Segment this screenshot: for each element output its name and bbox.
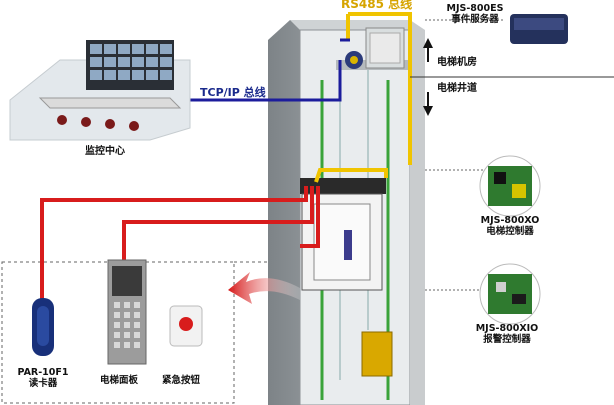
alarm-controller-label: MJS-800XIO 报警控制器: [462, 323, 552, 346]
elevator-controller-label: MJS-800XO 电梯控制器: [470, 215, 550, 238]
event-server-label: MJS-800ES 事件服务器: [440, 3, 510, 26]
card-reader-name: 读卡器: [28, 377, 58, 389]
tcpip-bus-label: TCP/IP 总线: [200, 86, 266, 99]
shaft-label: 电梯井道: [437, 83, 477, 94]
alarm-controller-device: [479, 263, 541, 325]
elevator-panel-device: [107, 259, 147, 365]
floor-boundary-arrows: [423, 38, 433, 116]
elevator-car: [300, 178, 386, 291]
event-server-name: 事件服务器: [451, 13, 499, 25]
red-arrow: [228, 272, 300, 304]
event-server-device: [510, 14, 568, 44]
machine-room: [345, 27, 405, 69]
elevator-controller-model: MJS-800XO: [480, 215, 540, 226]
counterweight: [361, 331, 393, 377]
emergency-button-label: 紧急按钮: [162, 375, 201, 386]
event-server-model: MJS-800ES: [446, 3, 504, 14]
elevator-controller-name: 电梯控制器: [486, 225, 534, 237]
emergency-button-device: [169, 305, 203, 347]
alarm-controller-model: MJS-800XIO: [475, 323, 539, 334]
card-reader-model: PAR-10F1: [17, 367, 69, 378]
elevator-panel-label: 电梯面板: [100, 375, 139, 386]
monitoring-center-label: 监控中心: [85, 146, 125, 157]
monitoring-center-scene: [9, 40, 191, 141]
tcpip-bus-line: [158, 38, 350, 102]
card-reader-label: PAR-10F1 读卡器: [8, 367, 78, 390]
card-reader-device: [32, 298, 54, 356]
signal-lines: [40, 186, 320, 300]
rs485-bus-label: RS485 总线: [341, 0, 413, 11]
elevator-controller-device: [479, 155, 541, 217]
rs485-bus-line: [314, 12, 412, 183]
device-connectors: [425, 19, 505, 291]
machine-room-label: 电梯机房: [437, 57, 477, 68]
alarm-controller-name: 报警控制器: [483, 333, 531, 345]
